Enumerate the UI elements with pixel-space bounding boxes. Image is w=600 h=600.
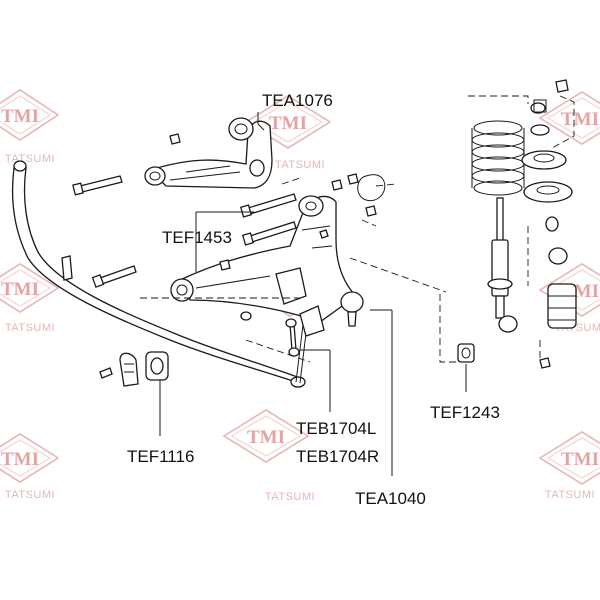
watermark-top-center: TMI TATSUMI <box>244 95 332 171</box>
bump-stop-parts <box>545 216 568 265</box>
label-tef1453: TEF1453 <box>162 228 232 247</box>
watermark-logo-text: TMI <box>1 279 39 300</box>
watermark-brand-text: TATSUMI <box>5 153 55 165</box>
watermark-brand-text: TATSUMI <box>5 322 55 334</box>
lower-arm-bolt-right-top <box>239 193 297 218</box>
snap-ring <box>357 174 386 202</box>
fastener-nuts <box>169 133 377 271</box>
watermark-logo-text: TMI <box>269 113 307 134</box>
shock-absorber <box>487 197 518 333</box>
watermark-bottom-left: TMI TATSUMI <box>0 433 60 501</box>
tef1243-shock-bushing <box>457 343 475 363</box>
watermark-top-left: TMI TATSUMI <box>0 89 60 165</box>
lower-nut <box>539 357 551 369</box>
ball-joint <box>340 291 364 327</box>
watermark-logo-text: TMI <box>1 106 39 127</box>
watermark-brand-text: TATSUMI <box>5 489 55 501</box>
watermark-logo-text: TMI <box>247 427 285 448</box>
upper-arm-bolt <box>72 175 123 196</box>
stabilizer-mount-bracket <box>119 352 139 387</box>
watermark-bottom-center: TMI TATSUMI <box>222 409 315 503</box>
stabilizer-link <box>285 318 300 357</box>
link-washer <box>240 311 252 321</box>
leader-lines <box>159 112 467 476</box>
stabilizer-bushing <box>61 255 73 281</box>
watermark-logo-text: TMI <box>561 109 599 130</box>
lower-arm-mount-bracket <box>299 305 325 337</box>
watermark-logo-text: TMI <box>561 449 599 470</box>
bracket-bolt <box>99 367 113 379</box>
dust-boot <box>547 283 577 329</box>
label-teb1704r: TEB1704R <box>296 447 379 466</box>
watermark-top-right: TMI <box>538 91 600 145</box>
strut-mount <box>521 150 567 170</box>
strut-washers <box>530 99 550 136</box>
assembly-dash-lines <box>140 95 575 363</box>
watermark-middle-left: TMI TATSUMI <box>0 263 60 334</box>
label-tea1076: TEA1076 <box>262 91 333 110</box>
watermark-brand-text: TATSUMI <box>545 489 595 501</box>
strut-top-nut <box>555 79 569 93</box>
watermark-brand-text: TATSUMI <box>275 159 325 171</box>
lower-arm-bolt-right-bottom <box>241 221 297 246</box>
label-tea1040: TEA1040 <box>355 489 426 508</box>
watermark-brand-text: TATSUMI <box>265 491 315 503</box>
watermark-bottom-right: TMI TATSUMI <box>538 431 600 501</box>
spring-seat <box>523 181 573 203</box>
watermark-logo-text: TMI <box>1 449 39 470</box>
label-tef1243: TEF1243 <box>430 403 500 422</box>
coil-spring <box>471 120 525 196</box>
label-teb1704l: TEB1704L <box>296 419 376 438</box>
lower-arm-bolt-left <box>91 265 137 288</box>
label-tef1116: TEF1116 <box>127 447 194 466</box>
upper-control-arm <box>144 117 273 189</box>
tef1116-stabilizer-bushing <box>145 351 169 381</box>
lower-control-arm <box>170 195 357 323</box>
